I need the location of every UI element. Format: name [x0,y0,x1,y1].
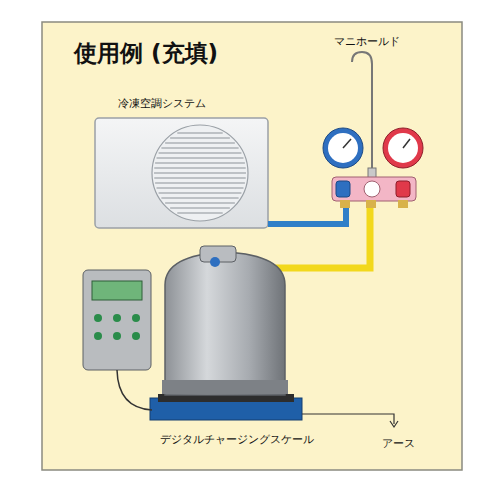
part-label: 冷凍空調システム [118,96,206,111]
part-label: デジタルチャージングスケール [160,432,314,447]
blue-hose [268,206,346,224]
grill-slat [165,143,235,144]
grill-slat [154,168,245,169]
grill-slat [159,193,242,194]
part-label: マニホールド [334,34,400,49]
refrigerant-cylinder [162,246,288,395]
grill-slat [165,203,235,204]
grill-slat [161,198,238,199]
grill-slat [157,188,244,189]
grill-slat [155,183,245,184]
earth-arrow [390,421,398,427]
diagram-title: 使用例 (充填) [74,38,218,69]
grill-slat [170,208,230,209]
grill-slat [155,163,245,164]
grill-slat [157,158,244,159]
grill-slat [170,138,230,139]
digital-scale-meter [83,270,152,410]
manifold [323,52,423,208]
grill-slat [177,213,222,214]
grill-slat [154,178,245,179]
grill-slat [177,133,222,134]
grill-slat [161,148,238,149]
grill-slat [159,153,242,154]
part-label: アース [382,436,415,451]
ac-unit [95,118,268,228]
grill-slat [154,173,246,174]
panel-ground [42,22,462,470]
earth-wire [302,414,394,424]
